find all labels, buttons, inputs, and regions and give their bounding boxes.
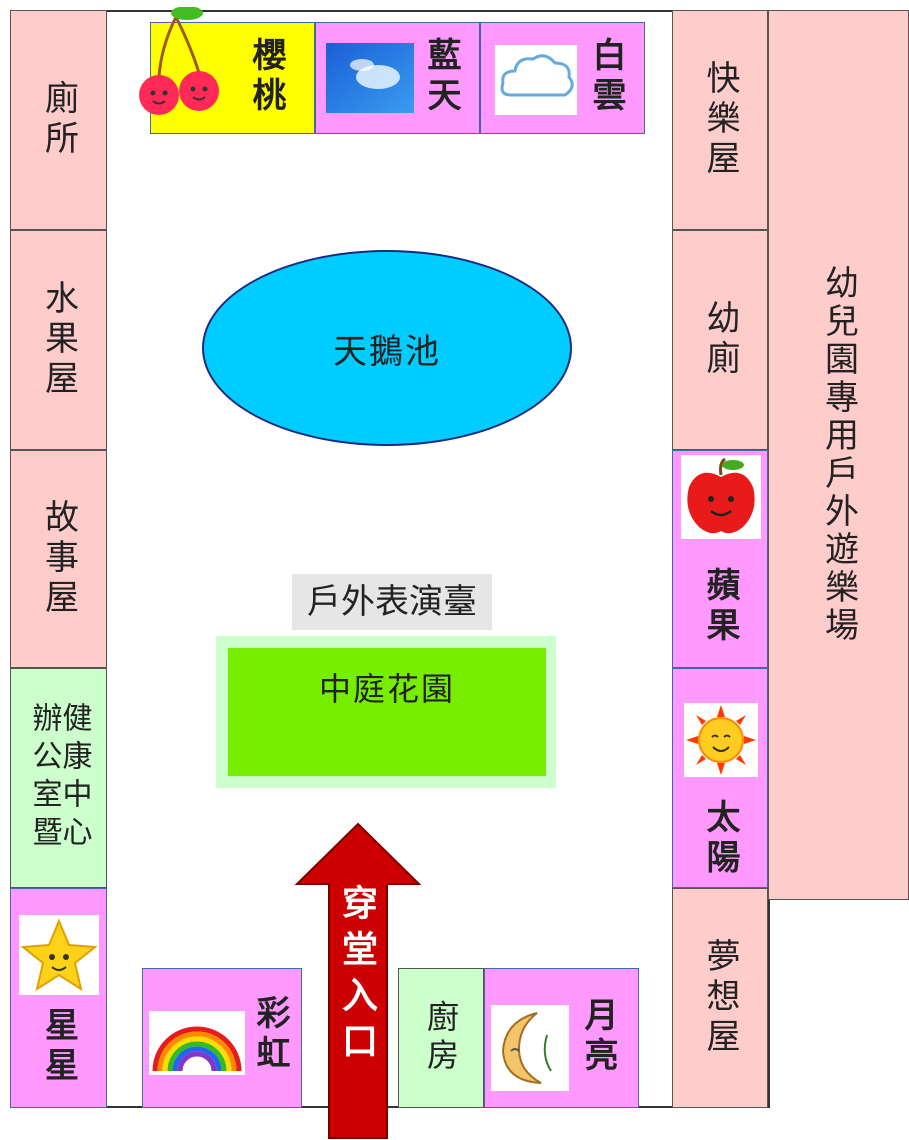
room-kinder-playground[interactable]: 幼兒園專用戶外遊樂場 [768,10,909,900]
room-fruit-house-label: 水果屋 [38,280,79,400]
room-fruit-house[interactable]: 水果屋 [10,230,107,450]
room-apple-label: 蘋果 [700,567,740,647]
room-office-health-center[interactable]: 辦公室暨 健康中心 [10,668,107,888]
room-cherry-label: 櫻桃 [246,37,286,117]
room-kinder-toilet[interactable]: 幼廁 [672,230,768,450]
room-dream-house[interactable]: 夢想屋 [672,888,768,1108]
moon-icon [491,1005,569,1091]
star-icon [19,915,99,995]
entrance-label[interactable]: 穿堂入口 [336,884,377,1068]
room-rainbow[interactable]: 彩虹 [142,968,302,1108]
room-apple[interactable]: 蘋果 [672,450,768,668]
cloud-icon [495,45,577,115]
room-kinder-toilet-label: 幼廁 [700,300,740,380]
room-cherry[interactable]: 櫻桃 [139,7,315,134]
room-happy-house[interactable]: 快樂屋 [672,10,768,230]
cherry-icon [139,7,219,115]
room-happy-house-label: 快樂屋 [700,60,740,180]
swan-pond[interactable]: 天鵝池 [202,250,572,446]
rainbow-icon [149,1011,245,1075]
room-sun[interactable]: 太陽 [672,668,768,888]
room-white-cloud-label: 白雲 [586,37,626,117]
sun-icon [684,703,758,777]
room-rainbow-label: 彩虹 [250,995,290,1075]
room-moon-label: 月亮 [578,997,618,1077]
blue-sky-icon [326,43,414,113]
room-kinder-playground-label: 幼兒園專用戶外遊樂場 [818,265,859,645]
room-kitchen-label: 廚房 [422,1000,460,1076]
room-health-center-label: 健康中心 [56,702,92,854]
room-star-label: 星星 [38,1007,79,1087]
courtyard-garden[interactable]: 中庭花園 [228,648,546,776]
room-toilet-label: 廁所 [38,80,79,160]
room-story-house[interactable]: 故事屋 [10,450,107,668]
room-moon[interactable]: 月亮 [484,968,639,1108]
swan-pond-label: 天鵝池 [333,331,441,372]
campus-boundary [10,10,770,1108]
room-sun-label: 太陽 [700,799,740,879]
room-toilet[interactable]: 廁所 [10,10,107,230]
room-office-label: 辦公室暨 [26,702,62,854]
courtyard-garden-label: 中庭花園 [318,670,455,708]
room-story-house-label: 故事屋 [38,499,79,619]
room-white-cloud[interactable]: 白雲 [480,22,645,134]
room-star[interactable]: 星星 [10,888,107,1108]
room-kitchen[interactable]: 廚房 [398,968,484,1108]
stage-label: 戶外表演臺 [292,574,492,630]
room-blue-sky-label: 藍天 [421,37,461,117]
room-blue-sky[interactable]: 藍天 [315,22,480,134]
apple-icon [681,455,761,539]
room-dream-house-label: 夢想屋 [700,938,740,1058]
